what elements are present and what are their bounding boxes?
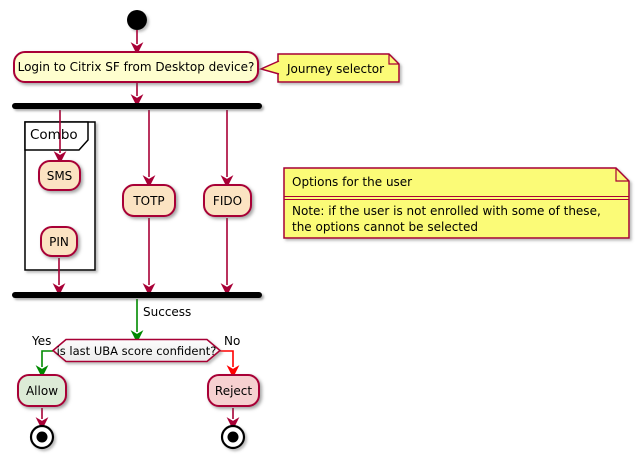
activity-fido: FIDO [203,184,252,217]
no-edge-label: No [224,334,241,348]
activity-fido-label: FIDO [212,193,243,208]
combo-partition-tab [24,121,89,151]
combo-partition-label: Combo [30,127,78,143]
end-node-reject [220,424,246,450]
login-activity: Login to Citrix SF from Desktop device? [13,51,259,83]
edge-no-to-reject [220,350,240,378]
start-node [127,10,147,30]
end-node-allow [29,424,55,450]
reject-activity-label: Reject [214,383,253,398]
activity-pin-label: PIN [49,234,69,249]
activity-pin: PIN [40,226,78,257]
journey-note-pointer [258,60,280,75]
allow-activity: Allow [17,374,67,407]
activity-sms-label: SMS [46,168,73,183]
decision-label: is last UBA score confident? [56,343,217,358]
login-activity-label: Login to Citrix SF from Desktop device? [17,60,255,74]
journey-note-fold [388,54,399,65]
fork-bar [12,103,262,109]
journey-note-label: Journey selector [287,62,385,76]
activity-sms: SMS [38,160,81,191]
options-note-fold [615,168,629,182]
reject-activity: Reject [207,374,260,407]
activity-totp-label: TOTP [133,193,165,208]
journey-note-shape [277,53,400,83]
options-note-title: Options for the user [292,175,413,189]
options-note-body-line2: the options cannot be selected [292,220,479,234]
decision-hexagon [51,338,222,363]
join-bar [12,292,262,298]
edge-yes-to-allow [35,350,53,378]
activity-totp: TOTP [122,184,176,217]
success-edge-label: Success [143,305,192,319]
options-note-shape [283,167,630,239]
yes-edge-label: Yes [32,334,52,348]
allow-activity-label: Allow [25,383,59,398]
options-note-body-line1: Note: if the user is not enrolled with s… [292,204,601,218]
